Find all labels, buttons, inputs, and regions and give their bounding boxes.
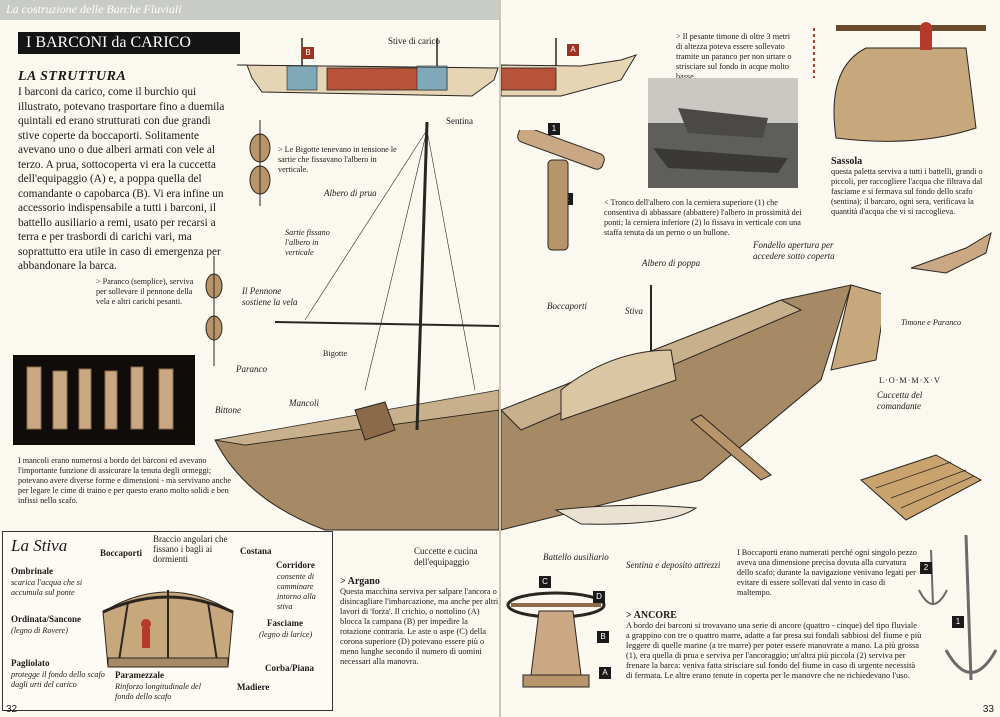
artist-signature: L·O·M·M·X·V: [879, 376, 941, 385]
label-battello: Battello ausiliario: [543, 552, 609, 562]
argano-block: > Argano Questa macchina serviva per sal…: [340, 576, 500, 667]
tronco-text: < Tronco dell'albero con la cerniera sup…: [604, 198, 802, 237]
stiva-label-ordinata-text: (legno di Rovere): [11, 626, 68, 635]
label-pennone: Il Pennone sostiene la vela: [242, 286, 298, 307]
battello-ausiliario-illustration: [554, 504, 698, 525]
badge-c: C: [539, 576, 551, 588]
stiva-label-costana: Costana: [240, 546, 272, 556]
ancore-heading: > ANCORE: [626, 610, 677, 621]
running-title: La costruzione delle Barche Fluviali: [6, 2, 182, 16]
stiva-label-corridore: Corridore: [276, 560, 315, 570]
argano-heading: > Argano: [340, 576, 380, 587]
paranco-text: > Paranco (semplice), serviva per sollev…: [96, 277, 194, 306]
stiva-label-pagliolato: Pagliolato: [11, 658, 50, 668]
stiva-label-pagliolato-text: protegge il fondo dello scafo dagli urti…: [11, 670, 105, 689]
stiva-label-corba: Corba/Piana: [265, 663, 315, 673]
stiva-heading: La Stiva: [11, 536, 68, 555]
badge-1-tronco: 1: [548, 123, 560, 135]
struttura-heading: LA STRUTTURA: [18, 69, 127, 84]
boat-photo: [648, 78, 798, 188]
bigotte-illustration: [249, 120, 271, 206]
struttura-text: I barconi da carico, come il burchio qui…: [18, 86, 225, 272]
hull-cutaway-stern: [501, 38, 638, 97]
ancore-illustration: [918, 534, 998, 681]
label-albero-prua: Albero di prua: [324, 188, 377, 198]
mancoli-text: I mancoli erano numerosi a bordo dei bar…: [18, 456, 232, 505]
timone-text: > Il pesante timone di oltre 3 metri di …: [676, 32, 792, 81]
stiva-label-ordinata: Ordinata/Sancone: [11, 614, 82, 624]
sassola-text: questa paletta serviva a tutti i battell…: [831, 167, 983, 216]
boccaporti-text: I Boccaporti erano numerati perché ogni …: [737, 548, 917, 597]
badge-a-argano: A: [599, 667, 611, 679]
sassola-illustration: [910, 231, 992, 274]
label-sentina-deposito: Sentina e deposito attrezzi: [626, 560, 721, 570]
label-stiva: Stiva: [625, 306, 643, 316]
page-number-left: 32: [6, 704, 18, 715]
stiva-label-ombrinale-text: scarica l'acqua che si accumula sul pont…: [11, 578, 83, 597]
badge-1-ancora: 1: [952, 616, 964, 628]
label-sentina: Sentina: [446, 116, 473, 126]
bigotte-text: > Le Bigotte tenevano in tensione le sar…: [278, 145, 397, 174]
stiva-label-madiere: Madiere: [237, 682, 270, 692]
left-page: La costruzione delle Barche Fluviali I B…: [0, 0, 499, 717]
sassola-heading: Sassola: [831, 156, 863, 167]
argano-text: Questa macchina serviva per salpare l'an…: [340, 587, 499, 666]
label-bittone: Bittone: [215, 405, 241, 415]
ship-illustration-bow: [214, 121, 499, 531]
stiva-label-fasciame: Fasciame: [267, 618, 303, 628]
label-sartie: Sartie fissano l'albero in verticale: [285, 228, 330, 257]
paranco-illustration: [205, 256, 223, 366]
stiva-label-paramezzale-text: Rinforzo longitudinale del fondo dello s…: [115, 682, 201, 701]
timone-illustration: [813, 22, 986, 142]
label-cuccetta-comandante: Cuccetta del comandante: [877, 390, 923, 411]
badge-d: D: [593, 591, 605, 603]
label-paranco: Paranco: [236, 364, 267, 374]
ancore-text: A bordo dei barconi si trovavano una ser…: [626, 621, 922, 680]
page-title: I BARCONI da CARICO: [18, 32, 240, 54]
stiva-label-corridore-text: consente di camminare intorno alla stiva: [277, 572, 316, 611]
label-mancoli: Mancoli: [289, 398, 319, 408]
label-timone-paranco: Timone e Paranco: [901, 318, 962, 327]
badge-b: B: [302, 47, 314, 59]
label-boccaporti: Boccaporti: [547, 301, 587, 311]
label-fondello: Fondello apertura per accedere sotto cop…: [753, 240, 835, 261]
label-cuccette-cucina: Cuccette e cucina dell'equipaggio: [414, 546, 478, 567]
ancore-block: > ANCORE A bordo dei barconi si trovavan…: [626, 610, 922, 681]
stiva-label-paramezzale: Paramezzale: [115, 670, 164, 680]
stiva-box: La Stiva Boccaporti Braccio angolari che…: [2, 531, 333, 711]
stiva-label-fasciame-text: (legno di larice): [259, 630, 313, 639]
stiva-illustration: [102, 590, 234, 668]
badge-b-argano: B: [597, 631, 609, 643]
mancoli-photo: [13, 355, 195, 445]
right-page: A > Il pesante timone di oltre 3 metri d…: [501, 0, 1000, 717]
page-number-right: 33: [982, 704, 994, 715]
stiva-label-ombrinale: Ombrinale: [11, 566, 53, 576]
ship-illustration-stern: [501, 284, 881, 531]
boccaporti-illustration: [860, 454, 983, 521]
argano-illustration: [506, 591, 606, 688]
badge-a: A: [567, 44, 579, 56]
label-bigotte: Bigotte: [323, 349, 348, 358]
page-gutter: [499, 0, 501, 717]
label-stive: Stive di carico: [388, 36, 440, 46]
badge-2-ancora: 2: [920, 562, 932, 574]
hull-cutaway-illustration: [236, 38, 499, 97]
label-albero-poppa: Albero di poppa: [642, 258, 701, 268]
stiva-label-boccaporti: Boccaporti: [100, 548, 142, 558]
running-header: La costruzione delle Barche Fluviali: [0, 0, 499, 20]
stiva-label-braccio: Braccio angolari che fissano i bagli ai …: [153, 534, 228, 564]
tronco-albero-illustration: [517, 130, 605, 251]
sassola-block: Sassola questa paletta serviva a tutti i…: [831, 156, 1000, 217]
